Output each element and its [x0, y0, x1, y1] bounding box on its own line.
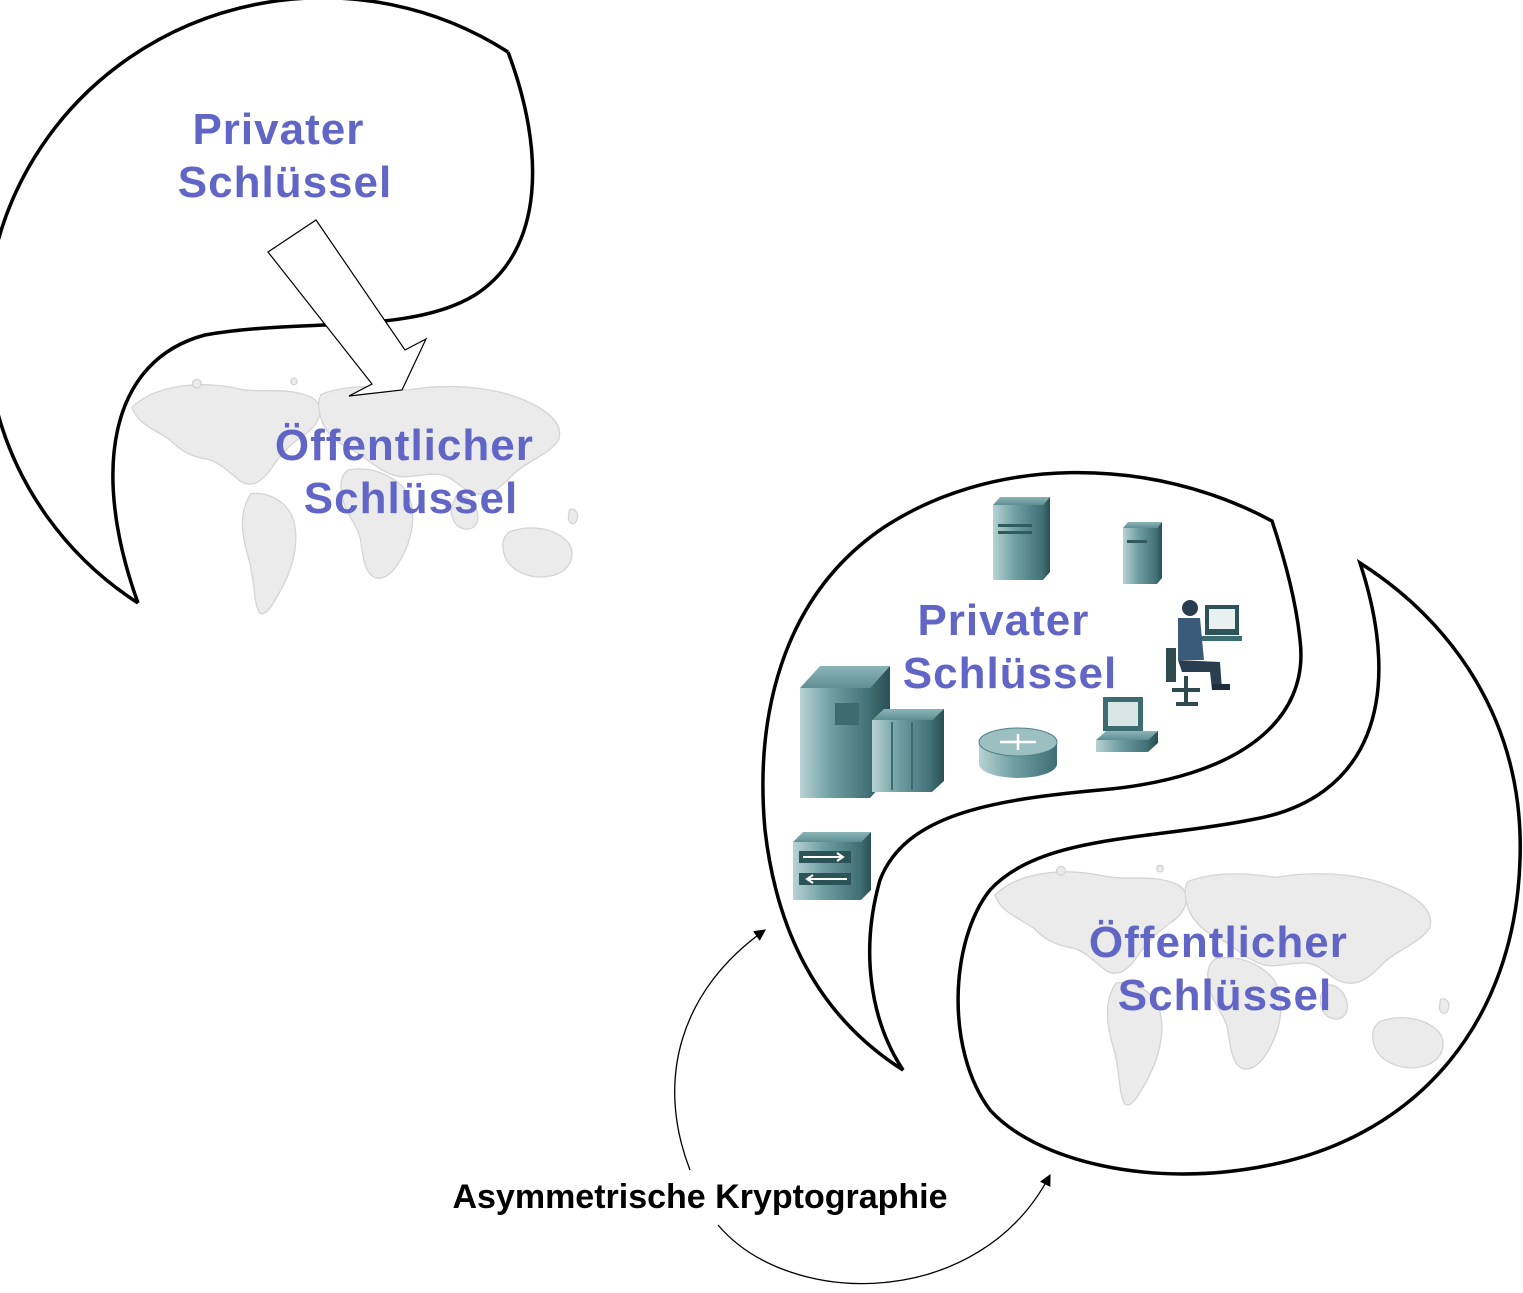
switch-icon [793, 832, 871, 900]
router-icon [978, 727, 1058, 778]
top-circle-outline [0, 0, 509, 605]
small-server-icon [1123, 522, 1162, 584]
tower-server-icon [993, 497, 1050, 580]
public-half: Öffentlicher Schlüssel [956, 558, 1522, 1176]
cycle-arrow-upper [674, 929, 766, 1171]
top-private-key-label: Privater Schlüssel [178, 105, 392, 207]
top-circle: Privater Schlüssel Öffentlicher Schlüsse… [0, 0, 579, 615]
workstation-user-icon [1166, 600, 1242, 706]
desktop-pc-icon [1096, 697, 1158, 752]
private-half: Privater Schlüssel [761, 470, 1303, 1072]
diagram-caption: Asymmetrische Kryptographie [452, 1178, 947, 1216]
cycle-arrows [674, 929, 1051, 1285]
split-pair: Öffentlicher Schlüssel [452, 470, 1522, 1285]
private-half-outline [761, 470, 1303, 1072]
arrow-icon [267, 219, 428, 397]
public-half-outline [956, 558, 1522, 1176]
public-key-label: Öffentlicher Schlüssel [1089, 918, 1361, 1020]
mainframe-icon [800, 666, 944, 798]
private-key-label: Privater Schlüssel [903, 596, 1117, 698]
cycle-arrow-lower [717, 1173, 1051, 1285]
top-public-key-label: Öffentlicher Schlüssel [275, 421, 547, 523]
